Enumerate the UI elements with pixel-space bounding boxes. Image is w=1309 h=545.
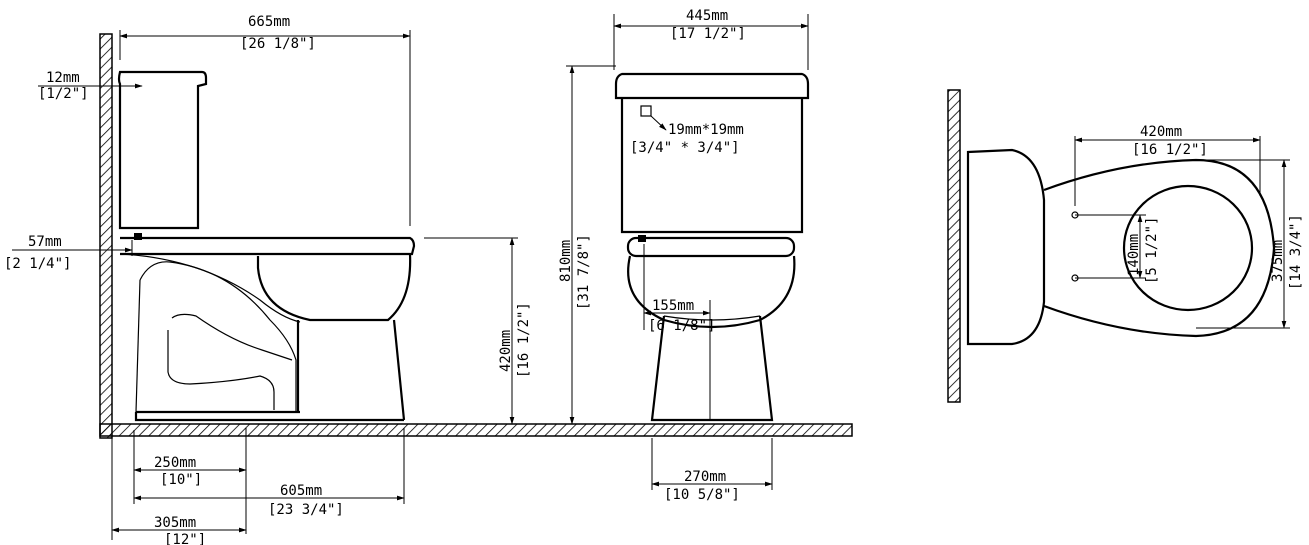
side-bowl-outline — [119, 253, 301, 323]
side-base-left — [135, 279, 141, 413]
dim-270-imperial: [10 5/8"] — [664, 487, 740, 503]
dim-605-imperial: [23 3/4"] — [268, 502, 344, 518]
dim-445-metric: 445mm — [686, 8, 728, 24]
dim-445-imperial: [17 1/2"] — [670, 26, 746, 42]
front-hole-square — [640, 105, 652, 117]
dim-420-top-metric: 420mm — [1140, 124, 1182, 140]
side-view: 665mm [26 1/8"] 12mm [1/2"] 57mm [2 1/4"… — [4, 14, 853, 545]
dim-420-side-metric: 420mm — [498, 330, 514, 372]
dim-155-metric: 155mm — [652, 298, 694, 314]
dim-155-imperial: [6 1/8"] — [648, 318, 715, 334]
top-wall-hatch — [947, 89, 961, 403]
dim-140-metric: 140mm — [1126, 234, 1142, 276]
side-tank — [117, 70, 208, 230]
front-bowl-rim — [626, 236, 796, 258]
side-pedestal — [296, 319, 406, 421]
dim-810-imperial: [31 7/8"] — [576, 234, 592, 310]
dim-12-metric: 12mm — [46, 70, 80, 86]
dim-hole-imperial: [3/4" * 3/4"] — [630, 140, 740, 156]
dim-57-imperial: [2 1/4"] — [4, 256, 71, 272]
dim-420-side-imperial: [16 1/2"] — [516, 302, 532, 378]
front-tank-body — [620, 98, 804, 234]
dim-hole-metric: 19mm*19mm — [668, 122, 744, 138]
dim-305-metric: 305mm — [154, 515, 196, 531]
dim-665-metric: 665mm — [248, 14, 290, 30]
dim-375-metric: 375mm — [1270, 240, 1286, 282]
front-view: 19mm*19mm [3/4" * 3/4"] 445mm [17 1/2"] … — [558, 8, 810, 503]
dim-665-imperial: [26 1/8"] — [240, 36, 316, 52]
top-view: 420mm [16 1/2"] 140mm [5 1/2"] 375mm [14… — [947, 89, 1304, 403]
front-tank-lid — [614, 72, 810, 100]
dim-270-metric: 270mm — [684, 469, 726, 485]
dim-12-imperial: [1/2"] — [38, 86, 89, 102]
floor-hatch — [99, 423, 853, 437]
wall-hatch — [99, 33, 113, 439]
side-foot — [134, 410, 404, 422]
dim-810-metric: 810mm — [558, 240, 574, 282]
side-bowl-rim — [120, 236, 416, 256]
top-bowl-outer — [1043, 158, 1276, 338]
top-bowl-inner — [1122, 184, 1254, 312]
dim-420-top-imperial: [16 1/2"] — [1132, 142, 1208, 158]
front-pedestal-top — [663, 315, 761, 321]
dim-605-metric: 605mm — [280, 483, 322, 499]
top-tank — [966, 148, 1046, 346]
side-trapway — [139, 261, 297, 412]
side-tank-bolt — [134, 233, 142, 240]
front-bowl — [627, 255, 796, 329]
dim-57-metric: 57mm — [28, 234, 62, 250]
side-trapway-curve — [167, 330, 275, 410]
dim-140-imperial: [5 1/2"] — [1144, 217, 1160, 284]
front-pedestal — [650, 315, 774, 422]
dim-375-imperial: [14 3/4"] — [1288, 214, 1304, 290]
side-trapway-inner — [171, 313, 293, 361]
side-bowl-body — [256, 253, 412, 322]
dim-250-metric: 250mm — [154, 455, 196, 471]
dim-305-imperial: [12"] — [164, 532, 206, 545]
dim-250-imperial: [10"] — [160, 472, 202, 488]
